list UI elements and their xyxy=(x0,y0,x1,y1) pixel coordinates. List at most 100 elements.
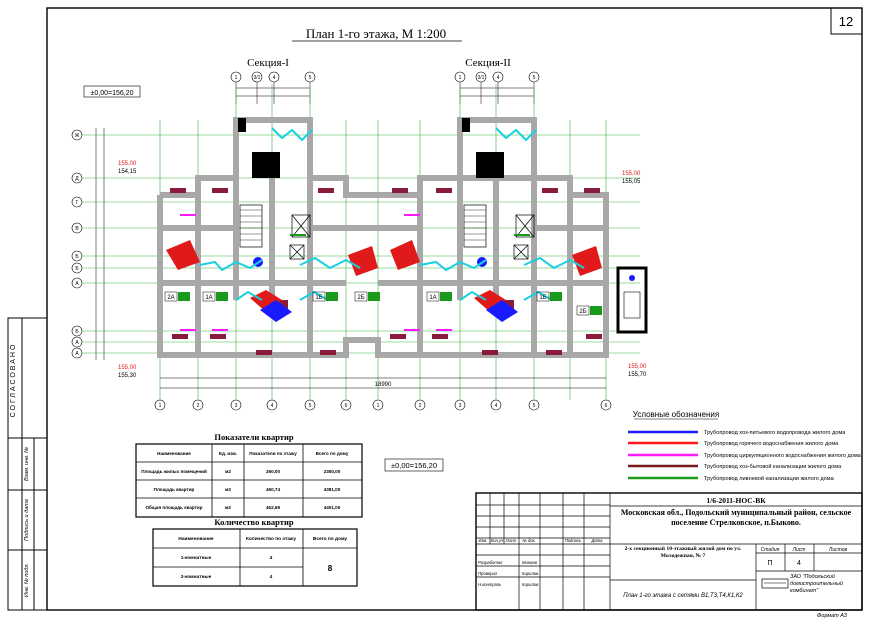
svg-text:6: 6 xyxy=(605,403,608,409)
svg-text:155,00: 155,00 xyxy=(118,365,137,371)
apt-label: 1А xyxy=(429,295,436,301)
legend-item: Трубопровод хоз-бытовой канализации жило… xyxy=(628,463,842,470)
format-label: Формат А3 xyxy=(817,613,848,619)
apt-count-title: Количество квартир xyxy=(214,517,293,527)
svg-text:А: А xyxy=(75,281,79,287)
svg-text:1: 1 xyxy=(159,403,162,409)
svg-text:4: 4 xyxy=(497,75,500,81)
company-logo xyxy=(761,578,789,589)
sheet-number-box: 12 xyxy=(830,7,863,35)
other-pipes xyxy=(180,214,530,331)
svg-text:Показатели по этажу: Показатели по этажу xyxy=(249,451,297,456)
side-stamp: СОГЛАСОВАНО Взам. инв. № Подпись и дата … xyxy=(7,317,48,611)
elevation-marks: 155,00 154,15 155,00 155,30 155,00 155,0… xyxy=(118,161,647,379)
svg-text:±0,00=156,20: ±0,00=156,20 xyxy=(391,461,437,470)
svg-text:2: 2 xyxy=(419,403,422,409)
annex xyxy=(616,266,648,334)
svg-text:Н.контроль: Н.контроль xyxy=(478,582,501,587)
svg-text:м2: м2 xyxy=(225,505,231,510)
svg-text:6: 6 xyxy=(345,403,348,409)
svg-text:Минаев: Минаев xyxy=(522,560,538,565)
svg-text:2: 2 xyxy=(197,403,200,409)
svg-text:Кирилов: Кирилов xyxy=(522,571,539,576)
bottom-axes: 1 2 3 4 5 6 1 2 3 4 5 6 xyxy=(154,399,612,411)
fixtures xyxy=(170,188,602,355)
indicators-title: Показатели квартир xyxy=(214,432,293,442)
top-axes-s1: 1 3/1 4 5 xyxy=(230,71,316,83)
svg-text:4: 4 xyxy=(270,555,273,561)
company-name: ЗАО "Подольский домостроительный комбина… xyxy=(790,574,843,594)
svg-text:1-комнатные: 1-комнатные xyxy=(181,555,212,561)
apt-label: 2Б xyxy=(579,309,586,315)
apt-label: 1А xyxy=(205,295,212,301)
svg-text:Площадь квартир: Площадь квартир xyxy=(154,487,195,492)
legend-item: Трубопровод хоз-питьевого водопровода жи… xyxy=(628,430,846,436)
svg-text:м2: м2 xyxy=(225,487,231,492)
svg-text:Количество по этажу: Количество по этажу xyxy=(246,536,296,542)
apt-label: 2Б xyxy=(357,295,364,301)
svg-text:Подпись: Подпись xyxy=(565,538,582,543)
svg-text:Трубопровод хоз-питьевого водо: Трубопровод хоз-питьевого водопровода жи… xyxy=(704,430,846,436)
svg-text:Д: Д xyxy=(75,176,79,182)
svg-text:Лист: Лист xyxy=(792,547,806,553)
svg-text:А: А xyxy=(75,340,79,346)
svg-text:м2: м2 xyxy=(225,469,231,474)
svg-text:Б: Б xyxy=(75,254,79,260)
svg-text:462,69: 462,69 xyxy=(266,505,280,510)
svg-text:Б: Б xyxy=(75,329,79,335)
sheet-frame xyxy=(46,7,863,611)
svg-text:155,05: 155,05 xyxy=(622,179,641,185)
object-name: 2-х секционный 10-этажный жилой дом по у… xyxy=(624,546,742,559)
sign-date-label: Подпись и дата xyxy=(24,499,30,541)
svg-text:4401,00: 4401,00 xyxy=(324,505,341,510)
left-dimensions xyxy=(95,128,105,360)
project-address: Московская обл., Подольский муниципальны… xyxy=(620,508,852,527)
svg-text:2-комнатные: 2-комнатные xyxy=(181,574,212,580)
svg-text:1: 1 xyxy=(235,75,238,81)
svg-text:1: 1 xyxy=(459,75,462,81)
section-2-label: Секция-II xyxy=(465,57,511,69)
svg-text:155,30: 155,30 xyxy=(118,373,137,379)
replace-inv-label: Взам. инв. № xyxy=(24,447,30,481)
svg-text:Площадь жилых помещений: Площадь жилых помещений xyxy=(141,468,207,474)
apt-total: 8 xyxy=(328,564,333,573)
zero-level-top: ±0,00=156,20 xyxy=(83,85,141,98)
svg-text:Трубопровод хоз-бытовой канали: Трубопровод хоз-бытовой канализации жило… xyxy=(704,463,842,470)
svg-text:155,70: 155,70 xyxy=(628,372,647,378)
legend-item: Трубопровод горячего водоснабжения жилог… xyxy=(628,441,839,447)
equipment-blocks xyxy=(238,118,504,178)
svg-text:155,00: 155,00 xyxy=(118,161,137,167)
svg-text:1: 1 xyxy=(377,403,380,409)
svg-text:4: 4 xyxy=(273,75,276,81)
svg-text:Трубопровод горячего водоснабж: Трубопровод горячего водоснабжения жилог… xyxy=(704,441,839,447)
svg-text:155,00: 155,00 xyxy=(628,364,647,370)
inv-orig-label: Инв. № подл. xyxy=(24,563,30,597)
svg-text:А: А xyxy=(75,351,79,357)
sheet-number: 12 xyxy=(839,14,853,29)
top-dimensions xyxy=(235,82,535,104)
svg-text:3: 3 xyxy=(459,403,462,409)
sheet-title: План 1-го этажа с сетями В1,Т3,Т4,К1,К2 xyxy=(623,593,743,599)
svg-text:Изм.: Изм. xyxy=(479,538,488,543)
svg-text:4381,00: 4381,00 xyxy=(324,487,341,492)
legend: Условные обозначения Трубопровод хоз-пит… xyxy=(628,410,862,482)
svg-text:4: 4 xyxy=(270,574,273,580)
svg-text:Дата: Дата xyxy=(590,538,603,543)
indicators-table: Показатели квартир Наименование Ед. изм.… xyxy=(135,432,363,518)
bottom-dimensions xyxy=(160,377,606,389)
svg-text:Г: Г xyxy=(76,200,79,206)
building-walls xyxy=(157,117,609,358)
apt-label: 1Б xyxy=(539,295,546,301)
drawing-title: План 1-го этажа, М 1:200 xyxy=(306,26,446,41)
legend-item: Трубопровод циркуляционного водоснабжени… xyxy=(628,453,862,459)
svg-text:Всего по дому: Всего по дому xyxy=(313,536,348,542)
svg-text:Листов: Листов xyxy=(828,547,848,553)
svg-text:Трубопровод ливневой канализац: Трубопровод ливневой канализации жилого … xyxy=(704,475,835,482)
svg-text:Всего по дому: Всего по дому xyxy=(316,451,349,456)
svg-text:Проверил: Проверил xyxy=(478,571,498,576)
svg-text:260,00: 260,00 xyxy=(266,469,280,474)
svg-text:154,15: 154,15 xyxy=(118,169,137,175)
apt-count-table: Количество квартир Наименование Количест… xyxy=(152,517,358,587)
svg-text:Ед. изм.: Ед. изм. xyxy=(219,451,237,456)
